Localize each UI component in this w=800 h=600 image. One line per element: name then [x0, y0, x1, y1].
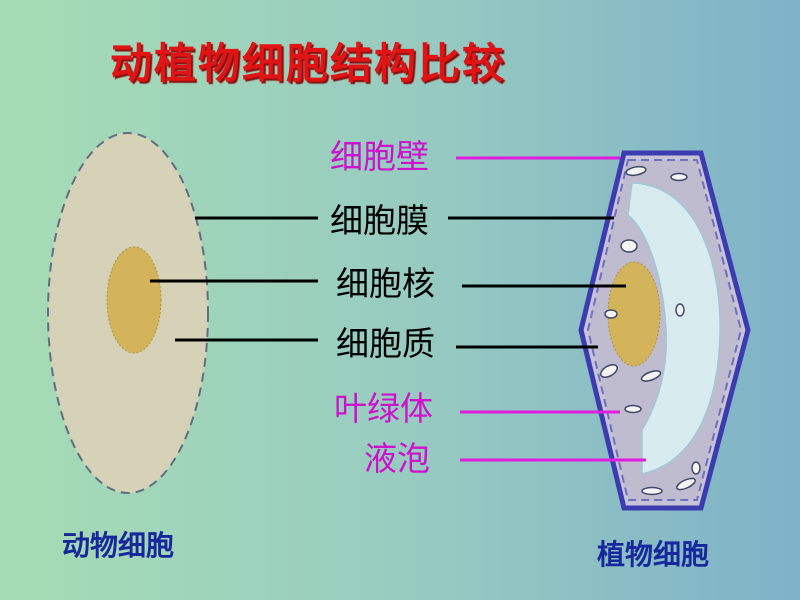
caption-animal-cell: 动物细胞	[62, 529, 175, 562]
page-title: 动植物细胞结构比较	[110, 39, 507, 88]
label-vacuole: 液泡	[364, 439, 430, 478]
chloroplast	[625, 165, 647, 177]
chloroplast	[691, 461, 701, 475]
chloroplast	[641, 486, 663, 496]
chloroplast	[600, 364, 618, 378]
animal-nucleus	[106, 246, 162, 354]
label-nucleus: 细胞核	[336, 264, 435, 303]
animal-cell	[47, 132, 209, 494]
chloroplast	[670, 172, 688, 182]
label-cytoplasm: 细胞质	[336, 324, 435, 363]
chloroplast	[620, 239, 638, 253]
vacuole	[627, 182, 721, 475]
chloroplast	[675, 303, 685, 317]
chloroplast	[624, 404, 642, 414]
chloroplast	[640, 370, 662, 382]
label-cell-wall: 细胞壁	[330, 137, 429, 176]
label-chloroplast: 叶绿体	[334, 389, 433, 428]
chloroplast	[676, 477, 696, 491]
chloroplast	[604, 309, 618, 319]
leader-lines	[150, 156, 646, 462]
label-cell-membrane: 细胞膜	[330, 201, 429, 240]
chloroplasts	[600, 165, 701, 496]
caption-plant-cell: 植物细胞	[597, 538, 710, 571]
plant-cell	[578, 150, 751, 511]
